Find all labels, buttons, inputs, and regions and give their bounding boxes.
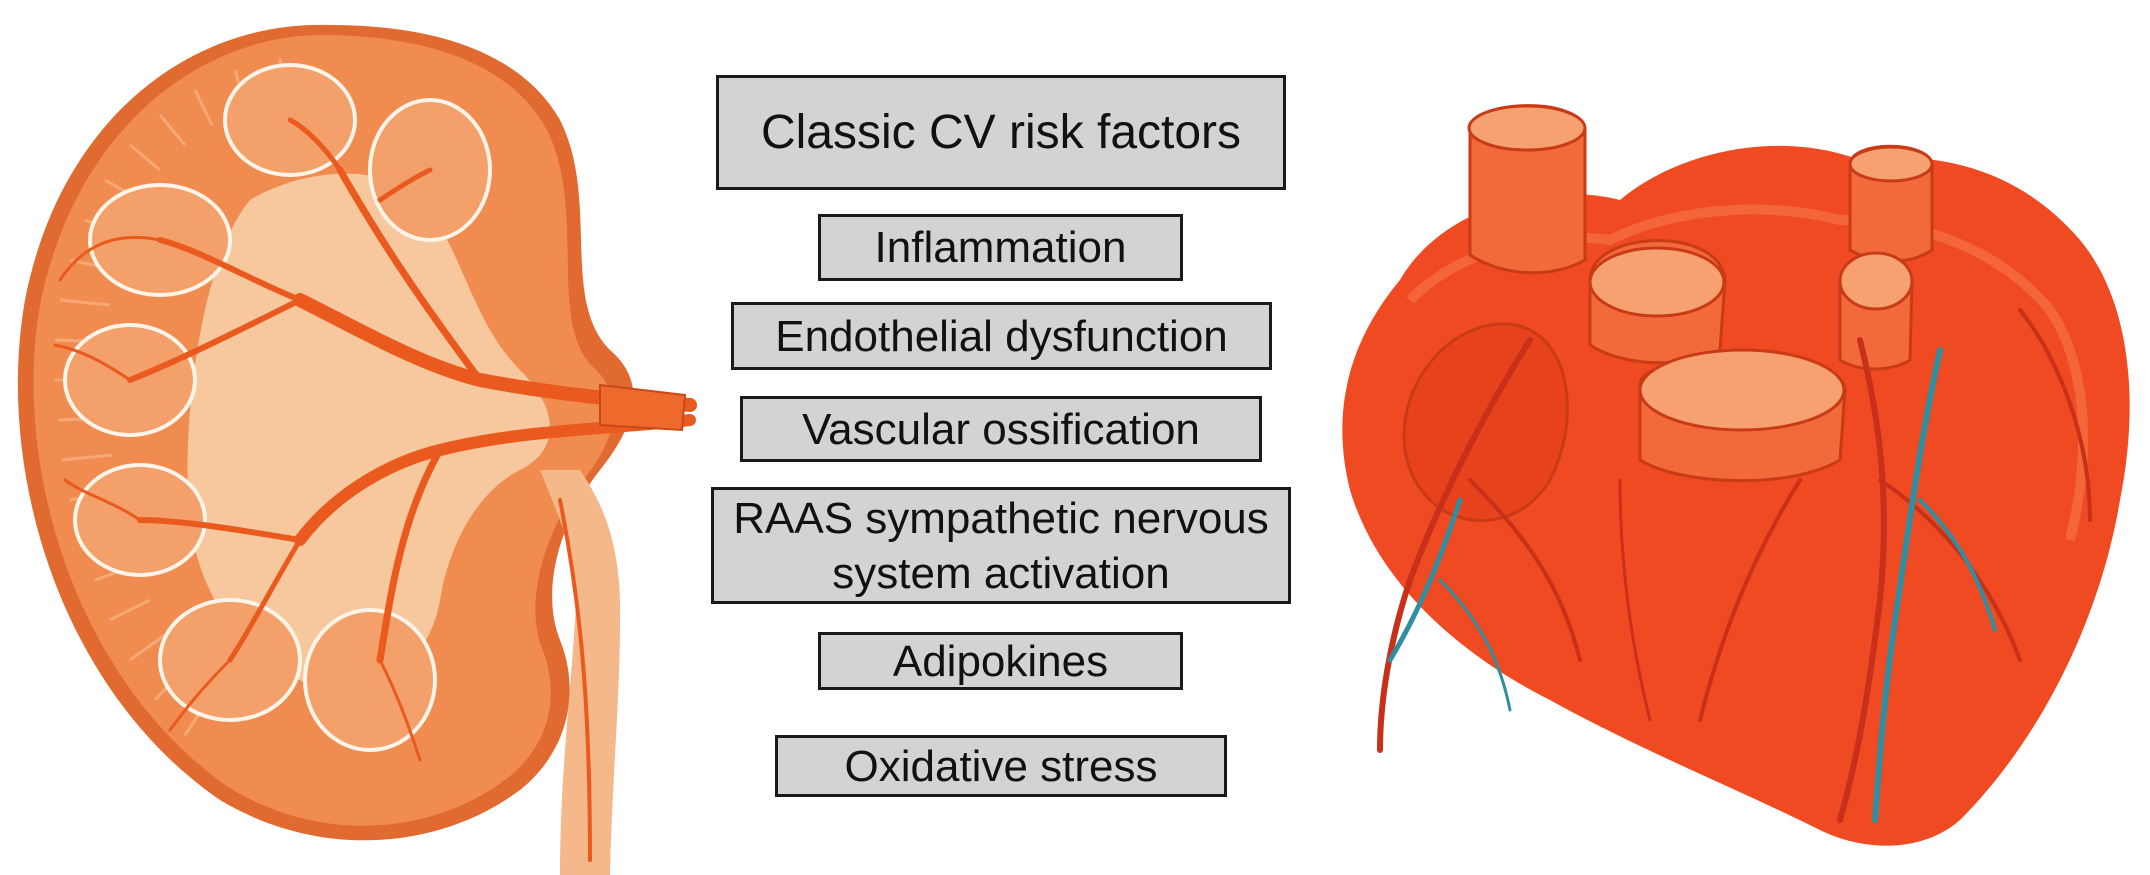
factor-label: Oxidative stress: [845, 739, 1158, 794]
factor-label: Classic CV risk factors: [761, 103, 1241, 163]
factor-box-inflammation: Inflammation: [818, 214, 1183, 281]
factor-box-classic-cv-risk-factors: Classic CV risk factors: [716, 75, 1286, 190]
factor-box-endothelial-dysfunction: Endothelial dysfunction: [731, 302, 1272, 370]
kidney-illustration: [0, 0, 700, 875]
factor-box-vascular-ossification: Vascular ossification: [740, 396, 1262, 462]
heart-illustration: [1320, 60, 2150, 860]
factor-label: RAAS sympathetic nervous system activati…: [714, 491, 1288, 601]
factor-label: Endothelial dysfunction: [775, 309, 1228, 364]
factor-label: Inflammation: [875, 220, 1127, 275]
factor-label: Vascular ossification: [802, 402, 1200, 457]
factor-box-raas-activation: RAAS sympathetic nervous system activati…: [711, 487, 1291, 604]
factor-box-adipokines: Adipokines: [818, 632, 1183, 690]
factor-label: Adipokines: [893, 634, 1108, 689]
factor-box-oxidative-stress: Oxidative stress: [775, 735, 1227, 797]
